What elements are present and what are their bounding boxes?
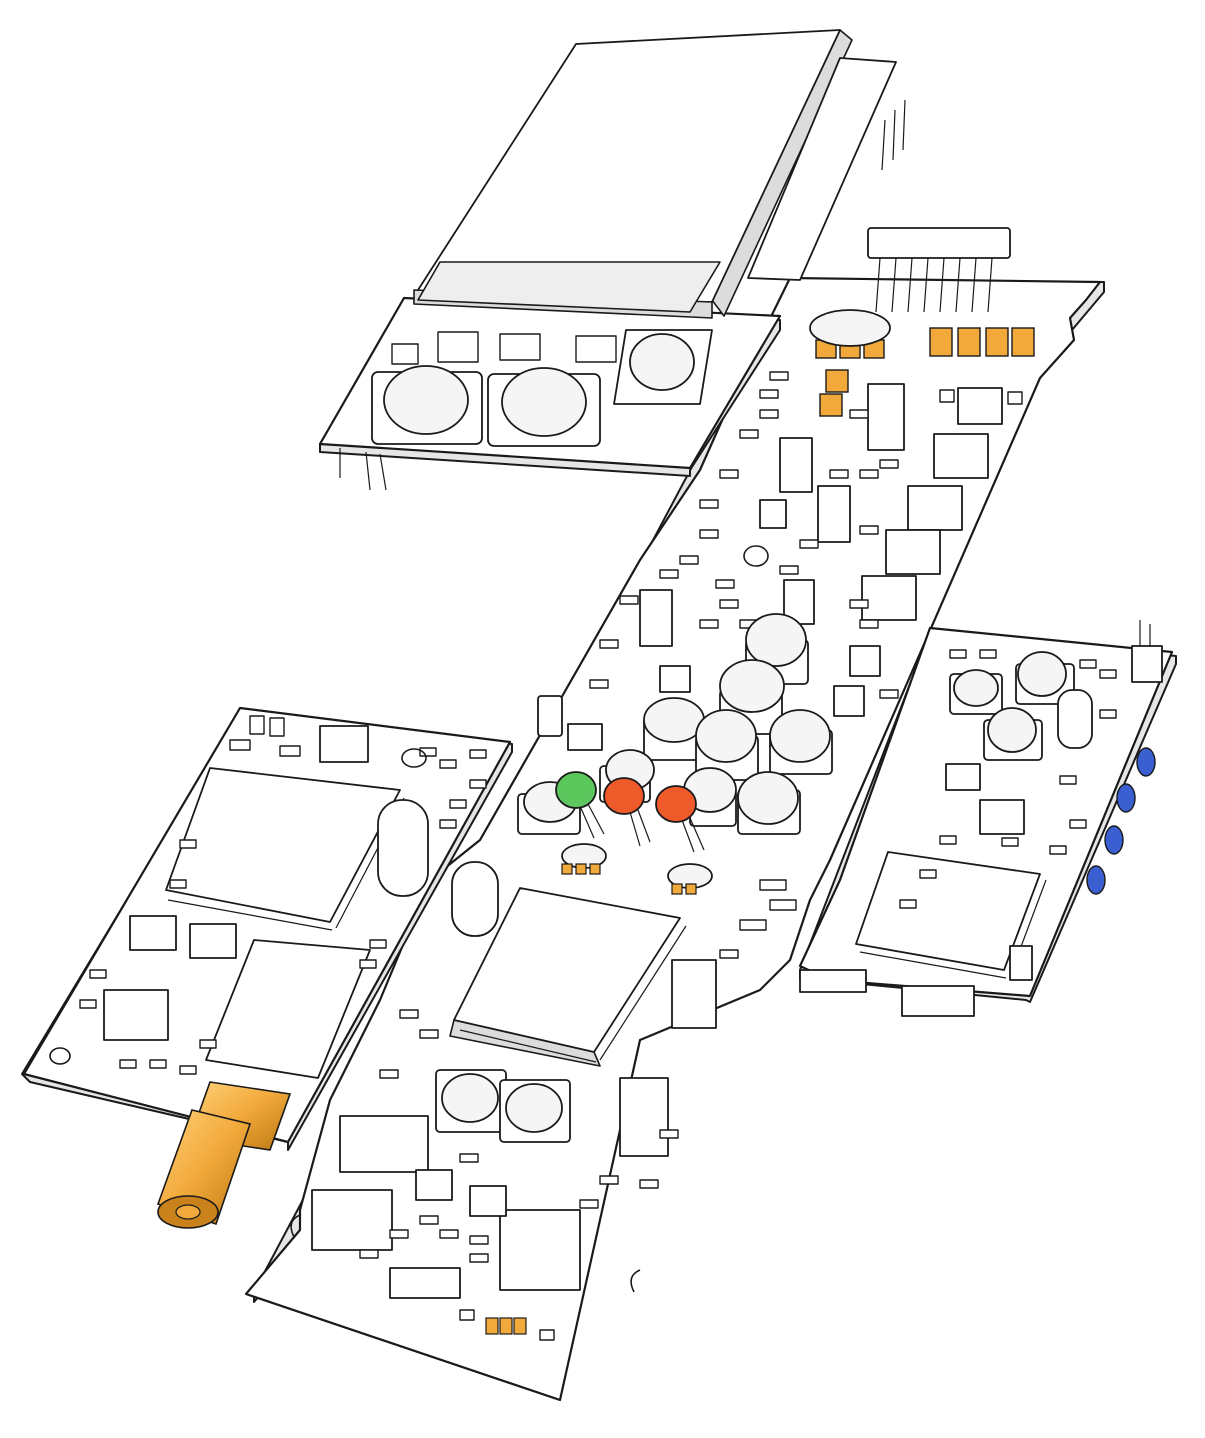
pin-header-icon [1131, 620, 1163, 683]
top-board [318, 29, 906, 491]
microcontroller-icon [855, 851, 1047, 979]
sma-connector-icon [156, 1081, 292, 1229]
main-board-components [311, 227, 1035, 1341]
right-board-components [799, 620, 1163, 1017]
pin-header-icon [867, 227, 1011, 313]
microcontroller-icon [449, 887, 687, 1067]
left-board-components [79, 715, 487, 1229]
capacitor-icon [517, 613, 833, 835]
capacitor-icon [435, 1069, 571, 1143]
led-icon [555, 771, 705, 853]
led-icon [1086, 747, 1156, 895]
pin-header-icon [747, 57, 906, 281]
capacitor-icon [949, 651, 1075, 761]
